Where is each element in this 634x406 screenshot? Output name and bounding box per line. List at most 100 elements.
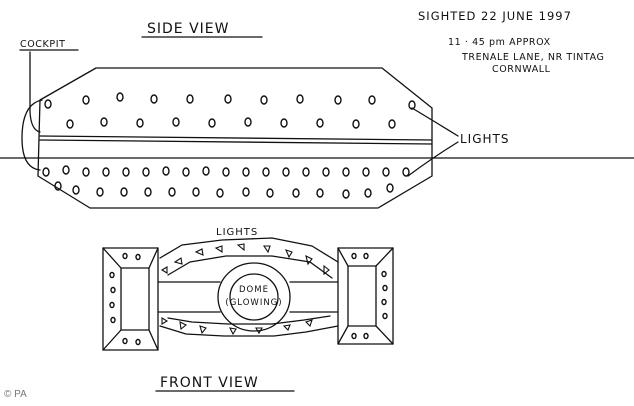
lights-leader-line-upper [411,107,459,137]
side-light [122,167,130,177]
side-light [54,181,62,191]
brace-light [305,254,313,266]
side-light [316,188,324,198]
left-pylon-inner [120,267,150,331]
side-light [368,95,376,105]
cockpit-pointer-line [29,51,41,133]
lower-row-lights-2 [54,181,394,199]
central-dome-inner [229,273,279,321]
connecting-arms [157,281,339,313]
side-light [66,119,74,129]
side-light [402,167,410,177]
side-light [280,118,288,128]
side-light [262,167,270,177]
side-light [260,95,268,105]
photo-credit: © PA [4,389,27,400]
pylon-light [351,332,357,340]
side-light [100,117,108,127]
sighted-time-text: 11 · 45 pm APPROX [448,37,551,48]
side-light [82,95,90,105]
left-pylon [102,247,159,351]
upper-row-lights [44,92,416,110]
pylon-light [382,312,388,320]
side-light [342,189,350,199]
cockpit-dome [21,99,43,171]
brace-light [179,321,188,331]
side-light [292,188,300,198]
pylon-light [110,286,116,294]
side-light [352,119,360,129]
side-light [96,187,104,197]
brace-light [173,257,183,265]
side-light [302,167,310,177]
right-pylon-inner [347,265,377,327]
side-light [388,119,396,129]
side-lights-label: LIGHTS [460,132,510,146]
pylon-light [109,271,115,279]
side-light [296,94,304,104]
pylon-light [351,252,357,260]
brace-light [304,319,313,328]
lower-hull-brace-inner [167,315,331,325]
pylon-light [381,298,387,306]
side-light [224,94,232,104]
sighted-date-text: SIGHTED 22 JUNE 1997 [418,9,572,23]
side-light [44,99,52,109]
side-light [408,100,416,110]
side-light [72,185,80,195]
side-light [116,92,124,102]
side-light [142,167,150,177]
side-light [386,183,394,193]
side-light [222,167,230,177]
side-light [216,188,224,198]
craft-seam-line-upper [39,135,433,141]
pylon-light [135,338,141,346]
lights-leader-line-lower [407,141,459,177]
pylon-light [382,284,388,292]
side-light [322,167,330,177]
craft-seam-line-lower [39,139,433,145]
right-pylon [337,247,394,345]
brace-light [194,248,204,256]
brace-light [229,327,237,336]
side-light [162,166,170,176]
side-light [242,187,250,197]
pylon-light [110,316,116,324]
side-light [364,188,372,198]
pylon-light [363,252,369,260]
brace-light [262,245,271,254]
brace-light [285,249,293,259]
craft-body-outline [37,67,433,209]
dome-label-line1: DOME [239,285,269,295]
pylon-light [135,253,141,261]
side-light [382,167,390,177]
central-dome-outer [217,262,291,332]
brace-light [214,245,223,254]
side-light [208,118,216,128]
left-pylon-outer [102,247,159,351]
side-light [266,188,274,198]
side-light [186,94,194,104]
dome-label-line2: (GLOWING) [225,298,282,308]
brace-light [236,243,245,252]
upper-hull-brace-inner [167,255,333,279]
side-light [42,167,50,177]
side-light [362,167,370,177]
pylon-light [122,337,128,345]
location-line2-text: CORNWALL [492,64,551,75]
side-light [82,167,90,177]
brace-light [282,324,291,331]
side-light [342,167,350,177]
side-light [244,117,252,127]
side-light [242,167,250,177]
brace-light [199,325,207,335]
lower-hull-brace-outer [159,325,339,337]
upper-hull-brace-outer [159,237,339,263]
side-light [182,167,190,177]
lower-row-lights-1 [42,165,410,177]
pylon-light [122,252,128,260]
side-light [192,187,200,197]
pylon-light [363,332,369,340]
